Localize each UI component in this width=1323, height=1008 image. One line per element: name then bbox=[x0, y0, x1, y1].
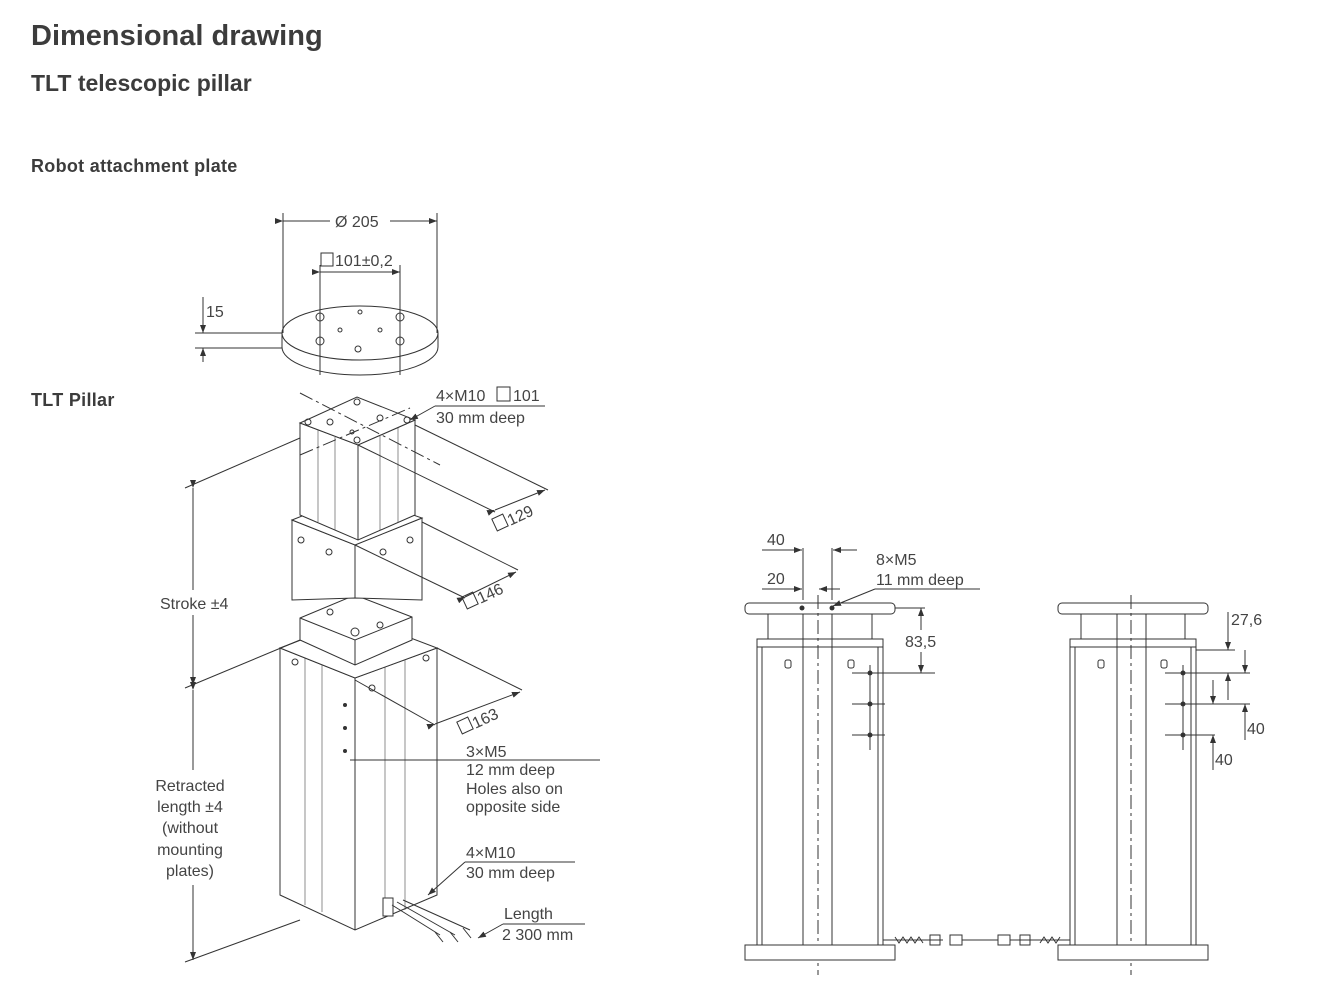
square-146-label: 146 bbox=[475, 581, 506, 608]
side-view-side: 27,6 40 40 bbox=[980, 595, 1265, 975]
pillar-heading: TLT Pillar bbox=[31, 390, 115, 410]
top-holes-square-label: 101 bbox=[513, 388, 540, 405]
side-view-front: 40 20 8×M5 11 mm deep 83,5 bbox=[744, 532, 982, 975]
top-holes-label: 4×M10 bbox=[436, 388, 485, 405]
plate-heading: Robot attachment plate bbox=[31, 156, 238, 176]
bottom-holes-label: 30 mm deep bbox=[466, 865, 555, 882]
side-holes-label: 12 mm deep bbox=[466, 762, 555, 779]
m5-depth-label: 11 mm deep bbox=[876, 572, 964, 589]
cable-length-value: 2 300 mm bbox=[502, 927, 573, 944]
dim-20-label: 20 bbox=[767, 571, 785, 588]
dim-40-spacing-label: 40 bbox=[1215, 752, 1233, 769]
m5-holes-label: 8×M5 bbox=[876, 552, 917, 569]
square-163-label: 163 bbox=[470, 706, 501, 733]
plate-square-label: 101±0,2 bbox=[335, 253, 393, 270]
attachment-plate-drawing: Ø 205 101±0,2 15 bbox=[195, 213, 439, 376]
dim-83-5-label: 83,5 bbox=[905, 634, 936, 651]
square-symbol-icon bbox=[496, 386, 511, 402]
stroke-label: Stroke ±4 bbox=[160, 596, 228, 613]
retracted-label-line: Retracted bbox=[155, 778, 224, 795]
page-title: Dimensional drawing bbox=[31, 20, 323, 52]
bottom-holes-label: 4×M10 bbox=[466, 845, 515, 862]
square-129-label: 129 bbox=[505, 503, 536, 530]
plate-diameter-label: Ø 205 bbox=[335, 214, 379, 231]
square-symbol-icon bbox=[320, 252, 334, 267]
dim-40-label: 40 bbox=[767, 532, 785, 549]
retracted-label-line: mounting bbox=[157, 842, 223, 859]
side-holes-label: 3×M5 bbox=[466, 744, 507, 761]
retracted-label-line: (without bbox=[162, 820, 219, 837]
retracted-label-line: length ±4 bbox=[157, 799, 223, 816]
plate-thickness-label: 15 bbox=[206, 304, 224, 321]
dim-40-spacing-label: 40 bbox=[1247, 721, 1265, 738]
top-holes-depth-label: 30 mm deep bbox=[436, 410, 525, 427]
dim-27-6-label: 27,6 bbox=[1231, 612, 1262, 629]
side-holes-label: opposite side bbox=[466, 799, 560, 816]
retracted-label-line: plates) bbox=[166, 863, 214, 880]
pillar-isometric-drawing: Stroke ±4 Retracted length ±4 (without m… bbox=[155, 386, 600, 963]
side-holes-label: Holes also on bbox=[466, 781, 563, 798]
cable-length-label: Length bbox=[504, 906, 553, 923]
page-subtitle: TLT telescopic pillar bbox=[31, 70, 252, 96]
